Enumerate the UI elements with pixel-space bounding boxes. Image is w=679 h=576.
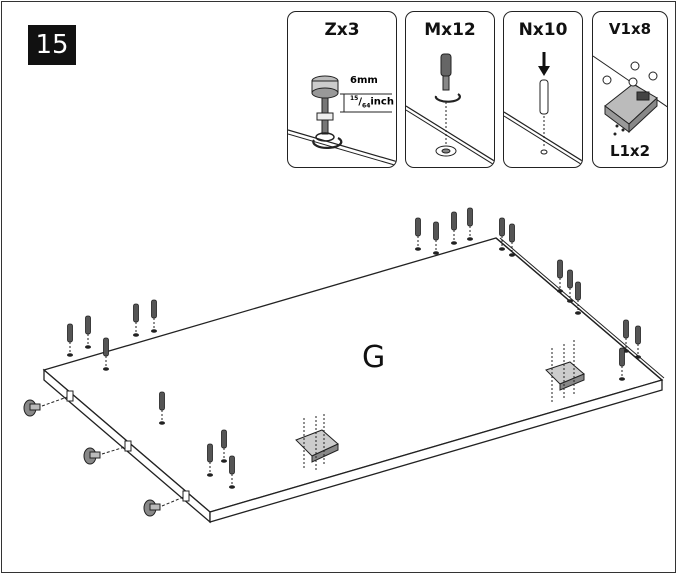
panel-label: G xyxy=(362,340,386,375)
dowel-pin xyxy=(567,269,573,303)
dowel-pin xyxy=(451,211,457,245)
dowel-pin xyxy=(207,443,213,477)
part-card-mx12: Mx12 xyxy=(405,11,495,168)
dowel-pin xyxy=(509,223,515,257)
wooden-dowel-illustration xyxy=(504,52,582,166)
dowel-pin xyxy=(623,319,629,353)
hinge-plate-right xyxy=(545,340,585,402)
dowel-pin xyxy=(499,217,505,251)
part-code-mx12: Mx12 xyxy=(424,20,476,40)
part-code-l1x2: L1x2 xyxy=(609,142,651,160)
step-number: 15 xyxy=(28,25,76,65)
dimension-fraction: 15/64inch xyxy=(350,95,394,110)
dowel-pin xyxy=(85,315,91,349)
part-card-nx10: Nx10 xyxy=(503,11,583,168)
dowel-pin xyxy=(575,281,581,315)
part-code-nx10: Nx10 xyxy=(518,20,568,40)
leveler-foot xyxy=(23,390,74,417)
hinge-plate-illustration xyxy=(593,55,667,136)
dowel-pin xyxy=(619,347,625,381)
dimension-mm: 6mm xyxy=(350,75,378,86)
part-code-zx3: Zx3 xyxy=(324,20,360,40)
dowel-pin xyxy=(159,391,165,425)
dowel-pin xyxy=(433,221,439,255)
leveler-foot-illustration xyxy=(288,75,396,166)
leveler-feet-group xyxy=(23,390,190,517)
hinge-plate-left xyxy=(295,414,339,470)
dowel-pin xyxy=(415,217,421,251)
dowel-pin xyxy=(229,455,235,489)
dowel-pin xyxy=(103,337,109,371)
dowel-pin xyxy=(221,429,227,463)
part-card-hinge: V1x8 L1x2 xyxy=(592,11,668,168)
dowel-pin xyxy=(133,303,139,337)
dowel-pin xyxy=(67,323,73,357)
dowel-pin xyxy=(151,299,157,333)
part-code-v1x8: V1x8 xyxy=(608,20,652,38)
leveler-foot xyxy=(83,440,132,465)
dowel-pin xyxy=(557,259,563,293)
cam-dowel-illustration xyxy=(406,53,494,166)
pins-group xyxy=(67,207,641,489)
leveler-foot xyxy=(143,490,190,517)
part-card-zx3: Zx3 6mm 15/64inch xyxy=(287,11,397,168)
dowel-pin xyxy=(467,207,473,241)
dowel-pin xyxy=(635,325,641,359)
